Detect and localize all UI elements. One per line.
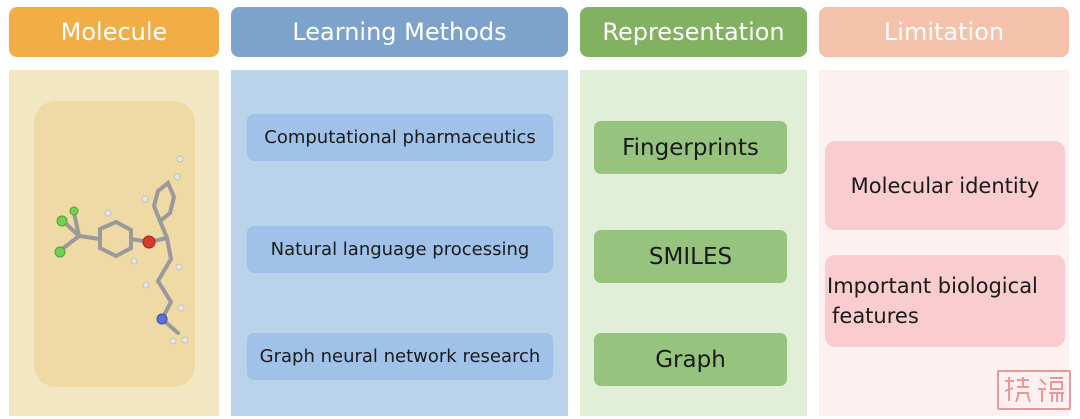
representation-item: Fingerprints [594, 121, 787, 174]
learning-method-item: Graph neural network research [247, 333, 553, 380]
learning-method-label: Natural language processing [270, 239, 530, 260]
limitation-item: Important biological features [825, 255, 1065, 347]
learning-method-label: Graph neural network research [259, 346, 541, 367]
molecule-header-label: Molecule [60, 18, 168, 46]
molecule-header: Molecule [9, 7, 219, 57]
molecule-card [34, 101, 195, 387]
limitation-header-label: Limitation [883, 18, 1005, 46]
representation-header-label: Representation [602, 18, 785, 46]
limitation-label: Molecular identity [850, 173, 1040, 198]
learning-method-item: Computational pharmaceutics [247, 114, 553, 161]
learning-methods-column: Computational pharmaceutics Natural lang… [231, 70, 568, 416]
molecule-column [9, 70, 219, 416]
representation-label: SMILES [648, 243, 733, 270]
representation-item: Graph [594, 333, 787, 386]
limitation-label-line2: features [832, 304, 919, 328]
limitation-column: Molecular identity Important biological … [819, 70, 1069, 416]
learning-method-item: Natural language processing [247, 226, 553, 273]
limitation-item: Molecular identity [825, 141, 1065, 230]
molecule-structure-image [54, 155, 189, 345]
stamp-glyph-icon [1004, 377, 1032, 403]
limitation-label-line1: Important biological [827, 273, 1038, 298]
learning-method-label: Computational pharmaceutics [264, 127, 536, 148]
representation-label: Fingerprints [622, 134, 759, 161]
representation-column: Fingerprints SMILES Graph [580, 70, 807, 416]
stamp-glyph-icon [1037, 377, 1064, 402]
representation-item: SMILES [594, 230, 787, 283]
limitation-header: Limitation [819, 7, 1069, 57]
learning-methods-header-label: Learning Methods [292, 18, 507, 46]
watermark-stamp-icon [997, 370, 1071, 410]
representation-header: Representation [580, 7, 807, 57]
learning-methods-header: Learning Methods [231, 7, 568, 57]
representation-label: Graph [655, 346, 726, 373]
